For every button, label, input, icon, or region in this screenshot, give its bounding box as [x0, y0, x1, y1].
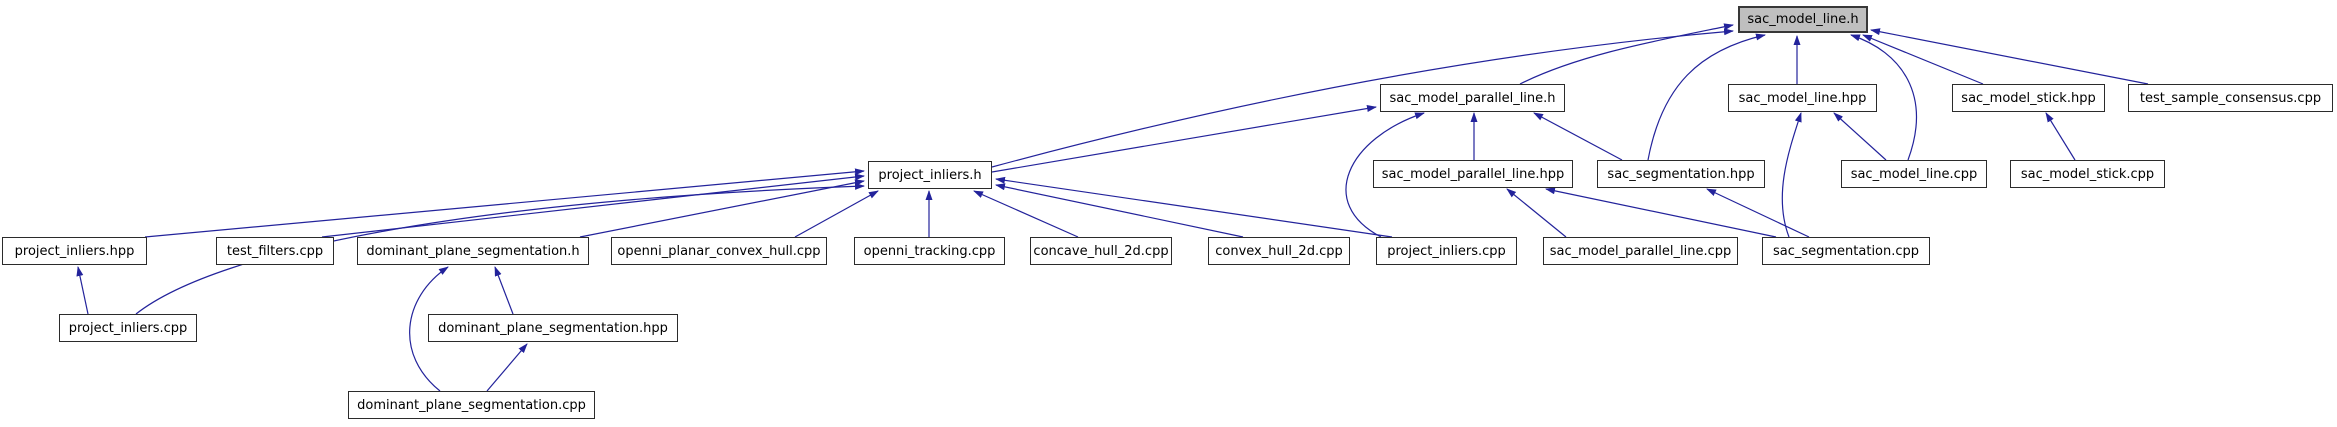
- graph-node-sac_model_line_h: sac_model_line.h: [1738, 6, 1868, 33]
- edge-project_inliers_cpp-to-project_inliers_h: [135, 182, 865, 315]
- graph-node-convex_hull_2d_cpp[interactable]: convex_hull_2d.cpp: [1208, 237, 1350, 265]
- graph-node-sac_model_line_hpp[interactable]: sac_model_line.hpp: [1728, 84, 1877, 112]
- graph-node-test_sample_consensus_cpp[interactable]: test_sample_consensus.cpp: [2128, 84, 2333, 112]
- edge-sac_model_parallel_line_cpp-to-sac_model_parallel_line_hpp: [1506, 188, 1567, 238]
- edge-openni_planar_convex_hull_cpp-to-project_inliers_h: [794, 190, 879, 238]
- edge-project_inliers_hpp-to-project_inliers_h: [144, 168, 865, 238]
- edge-sac_model_line_cpp-to-sac_model_line_h: [1850, 34, 1917, 161]
- edge-project_inliers_h-to-sac_model_parallel_line_h: [991, 105, 1377, 173]
- edge-dominant_plane_segmentation_cpp-to-dominant_plane_segmentation_h: [409, 266, 449, 392]
- edge-sac_segmentation_cpp-to-sac_model_parallel_line_hpp: [1545, 187, 1777, 238]
- graph-node-test_filters_cpp[interactable]: test_filters.cpp: [216, 237, 334, 265]
- graph-node-dominant_plane_segmentation_cpp[interactable]: dominant_plane_segmentation.cpp: [348, 391, 595, 419]
- edge-sac_model_parallel_line_h-to-sac_model_line_h: [1519, 23, 1734, 85]
- edge-sac_model_stick_cpp-to-sac_model_stick_hpp: [2045, 112, 2076, 161]
- edge-sac_segmentation_hpp-to-sac_model_line_h: [1647, 33, 1766, 161]
- edge-project_inliers_cpp-to-project_inliers_hpp: [76, 266, 89, 315]
- graph-node-dominant_plane_segmentation_h[interactable]: dominant_plane_segmentation.h: [357, 237, 589, 265]
- edge-test_sample_consensus_cpp-to-sac_model_line_h: [1870, 28, 2149, 85]
- edge-sac_segmentation_hpp-to-sac_model_parallel_line_h: [1533, 112, 1623, 161]
- edge-sac_segmentation_cpp-to-sac_segmentation_hpp: [1706, 188, 1810, 238]
- edge-dominant_plane_segmentation_h-to-project_inliers_h: [579, 179, 865, 238]
- graph-node-sac_model_line_cpp[interactable]: sac_model_line.cpp: [1841, 160, 1987, 188]
- edge-sac_model_stick_hpp-to-sac_model_line_h: [1862, 34, 1984, 85]
- graph-node-sac_model_parallel_line_hpp[interactable]: sac_model_parallel_line.hpp: [1373, 160, 1573, 188]
- edge-sac_model_line_cpp-to-sac_model_line_hpp: [1833, 112, 1887, 161]
- graph-node-project_inliers_h[interactable]: project_inliers.h: [868, 161, 992, 189]
- edge-dominant_plane_segmentation_hpp-to-dominant_plane_segmentation_h: [494, 266, 514, 315]
- graph-node-sac_model_stick_cpp[interactable]: sac_model_stick.cpp: [2010, 160, 2165, 188]
- edge-sac_segmentation_cpp-to-sac_model_line_hpp: [1781, 112, 1802, 238]
- graph-node-project_inliers_cpp[interactable]: project_inliers.cpp: [59, 314, 197, 342]
- graph-node-sac_model_parallel_line_h[interactable]: sac_model_parallel_line.h: [1380, 84, 1565, 112]
- edge-project_inliers_h-to-sac_model_line_h: [991, 28, 1734, 168]
- graph-node-sac_model_parallel_line_cpp[interactable]: sac_model_parallel_line.cpp: [1543, 237, 1738, 265]
- graph-node-openni_planar_convex_hull_cpp[interactable]: openni_planar_convex_hull.cpp: [611, 237, 827, 265]
- graph-node-openni_tracking_cpp[interactable]: openni_tracking.cpp: [854, 237, 1005, 265]
- graph-node-sac_model_stick_hpp[interactable]: sac_model_stick.hpp: [1952, 84, 2105, 112]
- edge-convex_hull_2d_cpp-to-project_inliers_h: [995, 183, 1244, 238]
- edge-project_inliers_cpp_tool-to-sac_model_parallel_line_h: [1345, 112, 1425, 238]
- graph-node-dominant_plane_segmentation_hpp[interactable]: dominant_plane_segmentation.hpp: [428, 314, 678, 342]
- graph-node-project_inliers_hpp[interactable]: project_inliers.hpp: [2, 237, 147, 265]
- graph-node-concave_hull_2d_cpp[interactable]: concave_hull_2d.cpp: [1030, 237, 1172, 265]
- graph-node-sac_segmentation_cpp[interactable]: sac_segmentation.cpp: [1762, 237, 1930, 265]
- edge-dominant_plane_segmentation_cpp-to-dominant_plane_segmentation_hpp: [486, 343, 528, 392]
- graph-node-sac_segmentation_hpp[interactable]: sac_segmentation.hpp: [1597, 160, 1765, 188]
- edge-project_inliers_cpp_tool-to-project_inliers_h: [995, 176, 1393, 238]
- edge-concave_hull_2d_cpp-to-project_inliers_h: [973, 190, 1079, 238]
- graph-node-project_inliers_cpp_tool[interactable]: project_inliers.cpp: [1376, 237, 1517, 265]
